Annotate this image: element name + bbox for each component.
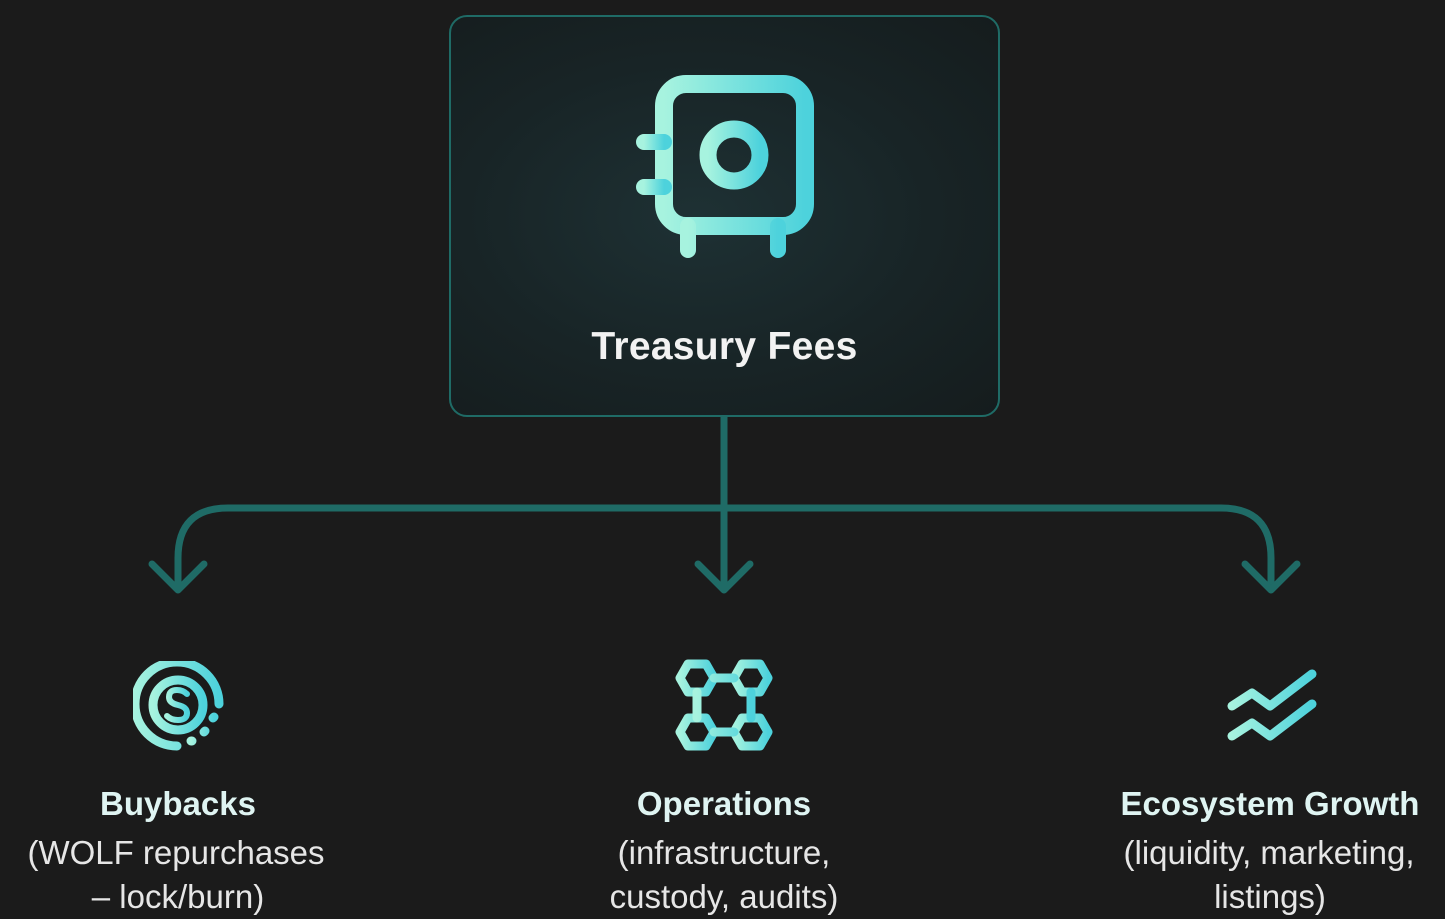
buybacks-desc-line1: (WOLF repurchases: [27, 834, 325, 871]
buybacks-title: Buybacks: [100, 785, 256, 822]
safe-vault-icon: [636, 75, 814, 258]
ecosystem-growth-desc-line2: listings): [1214, 878, 1326, 915]
hexagon-network-icon: [675, 659, 773, 751]
operations-desc-line2: custody, audits): [609, 878, 839, 915]
buybacks-desc-line2: – lock/burn): [91, 878, 265, 915]
operations-title: Operations: [636, 785, 812, 822]
ecosystem-growth-desc-line1: (liquidity, marketing,: [1123, 834, 1415, 871]
trend-lines-icon: [1227, 669, 1317, 741]
treasury-fees-node: Treasury Fees: [449, 15, 1000, 417]
operations-desc-line1: (infrastructure,: [617, 834, 831, 871]
crossbar-line: [174, 504, 1275, 592]
ecosystem-growth-title: Ecosystem Growth: [1120, 785, 1420, 822]
arrowhead-right: [1241, 560, 1301, 594]
dollar-circle-icon: [133, 661, 224, 751]
arrowhead-center: [694, 560, 754, 594]
root-title: Treasury Fees: [591, 325, 858, 368]
arrowhead-left: [148, 560, 208, 594]
